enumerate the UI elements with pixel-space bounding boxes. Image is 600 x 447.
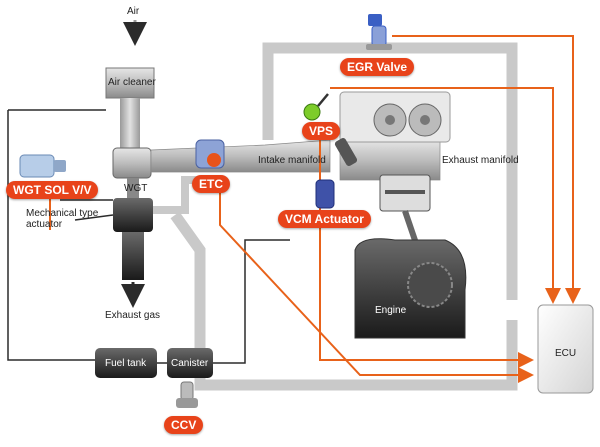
ecu-label: ECU: [555, 348, 577, 359]
etc-tag: ETC: [192, 175, 230, 193]
turbine-housing: [113, 198, 153, 232]
exhaust-outlet: [122, 232, 144, 280]
air-cleaner-pipe: [120, 98, 140, 148]
signal-lines: [49, 35, 581, 383]
vcm-actuator-tag: VCM Actuator: [278, 210, 371, 228]
exhaust-manifold-label: Exhaust manifold: [442, 155, 519, 166]
mechanical-actuator-label: Mechanical type actuator: [26, 208, 99, 230]
egr-valve-tag: EGR Valve: [340, 58, 415, 76]
compressor-housing: [112, 147, 152, 179]
ccv-valve-icon: [176, 381, 198, 408]
vps-tag: VPS: [302, 122, 341, 140]
fuel-tank-label: Fuel tank: [105, 358, 147, 369]
wgt-solenoid-icon: [19, 154, 66, 178]
vcm-flap-icon: [334, 137, 358, 167]
etc-throttle-icon: [195, 139, 225, 169]
air-label: Air: [127, 6, 140, 17]
crankshaft-gear: [407, 262, 453, 308]
ecu-box: [537, 304, 594, 394]
air-cleaner-body: [105, 67, 155, 99]
engine-label: Engine: [375, 305, 407, 316]
fuel-tank: [95, 348, 157, 378]
cylinder-head: [339, 91, 451, 143]
vcm-actuator-icon: [315, 179, 335, 209]
wgt-label: WGT: [124, 183, 148, 194]
air-cleaner-label: Air cleaner: [108, 77, 156, 88]
canister: [167, 348, 213, 378]
wgt-sol-tag: WGT SOL V/V: [6, 181, 99, 199]
ccv-tag: CCV: [164, 416, 204, 434]
canister-label: Canister: [171, 358, 209, 369]
turbine-shaft: [127, 178, 139, 198]
intake-manifold-label: Intake manifold: [258, 155, 326, 166]
egr-valve-icon: [366, 14, 392, 50]
vps-sensor-icon: [303, 93, 329, 121]
exhaust-gas-label: Exhaust gas: [105, 310, 161, 321]
